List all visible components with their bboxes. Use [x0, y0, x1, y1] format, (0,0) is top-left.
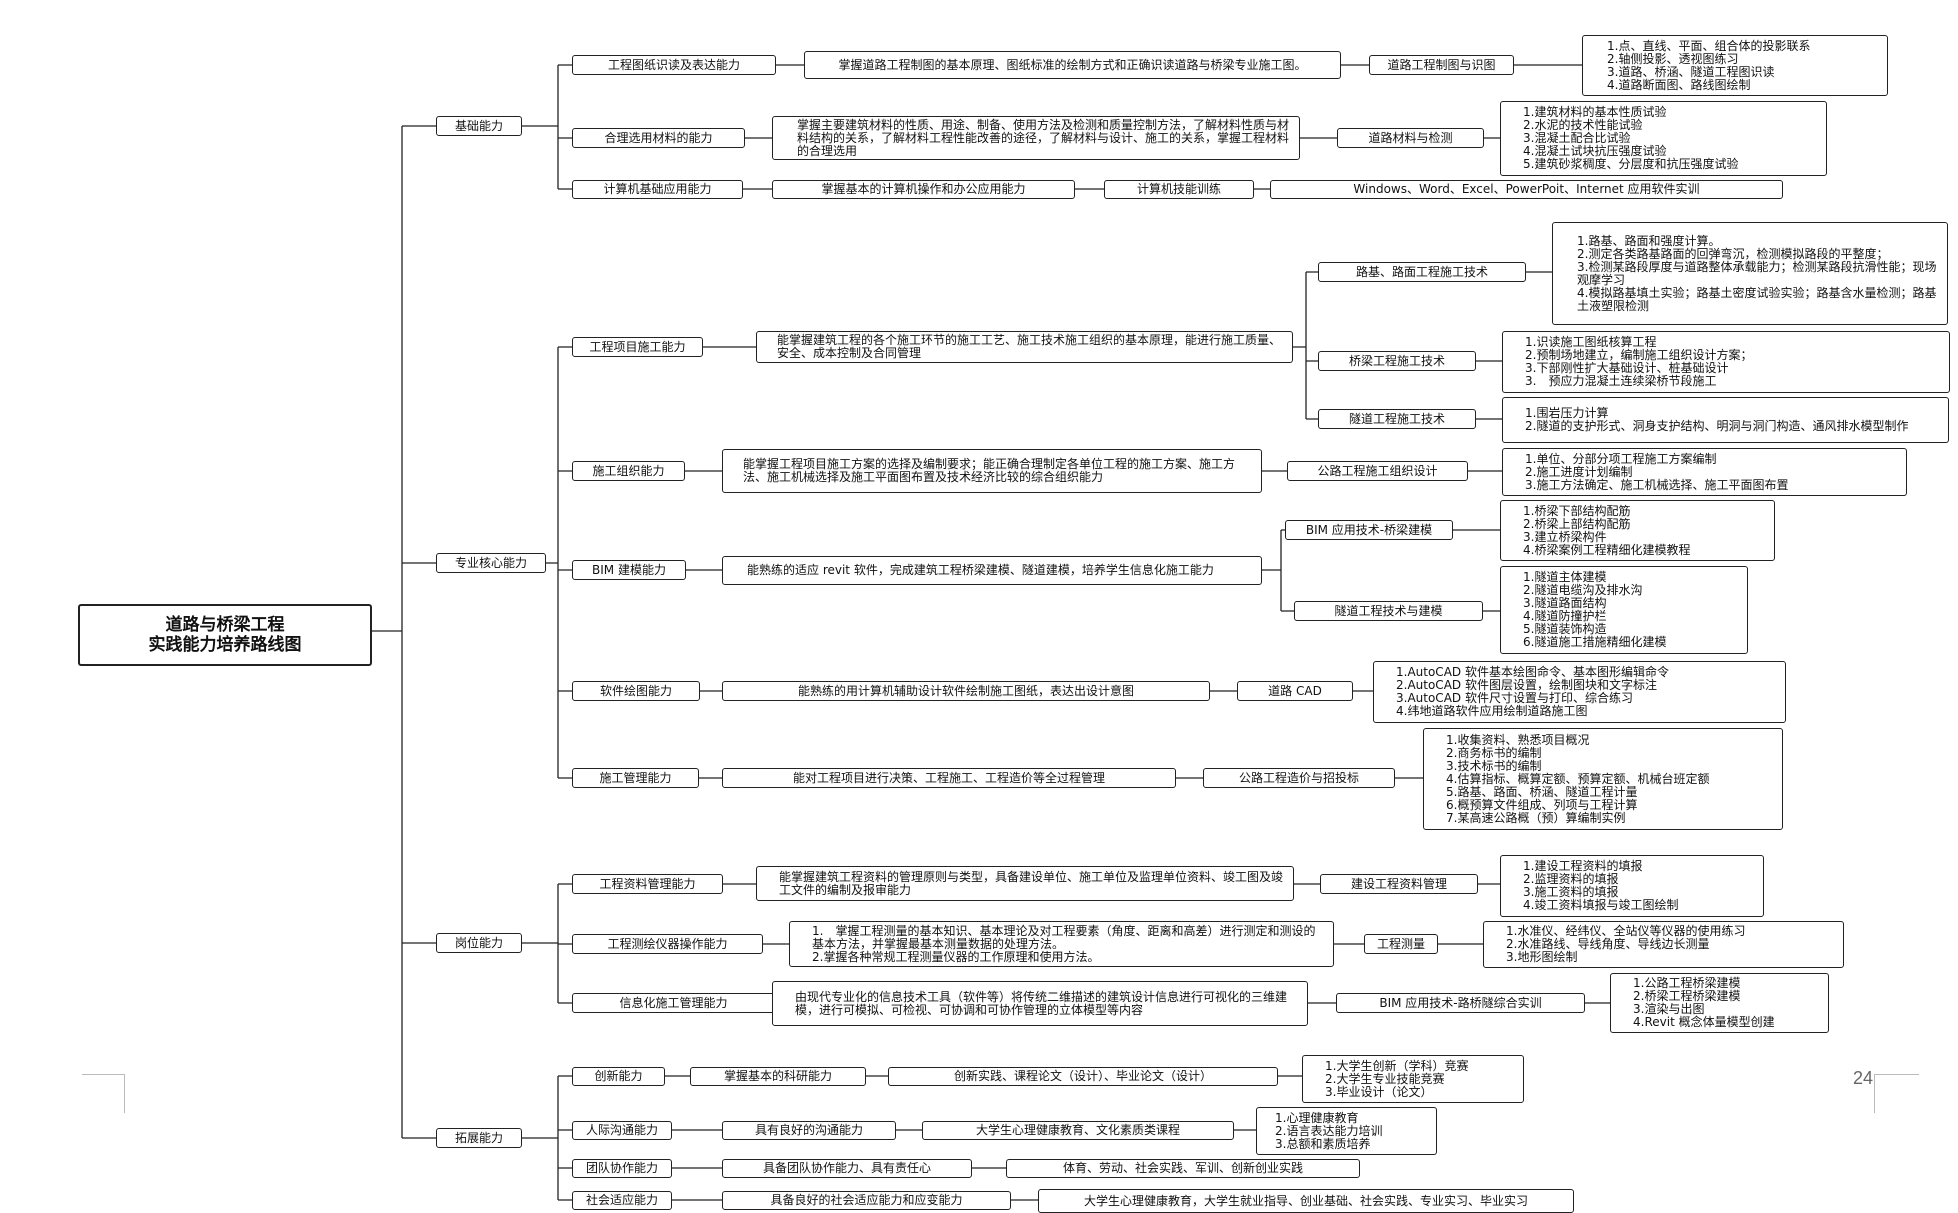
- course-construction-organization: 公路工程施工组织设计: [1287, 461, 1468, 481]
- course-computer-training: 计算机技能训练: [1104, 180, 1254, 199]
- course-bim-bridge: BIM 应用技术-桥梁建模: [1285, 520, 1453, 540]
- course-document-management: 建设工程资料管理: [1320, 874, 1478, 894]
- course-career: 大学生心理健康教育，大学生就业指导、创业基础、社会实践、专业实习、毕业实习: [1038, 1189, 1574, 1213]
- detail-list-tunnel-modeling: 1.隧道主体建模 2.隧道电缆沟及排水沟 3.隧道路面结构 4.隧道防撞护栏 5…: [1500, 566, 1748, 654]
- detail-list-bridge: 1.识读施工图纸核算工程 2.预制场地建立，编制施工组织设计方案； 3.下部刚性…: [1502, 331, 1950, 393]
- ability-innovation: 创新能力: [572, 1067, 665, 1086]
- detail-list-drawing: 1.点、直线、平面、组合体的投影联系 2.轴侧投影、透视图练习 3.道路、桥涵、…: [1582, 35, 1888, 96]
- category-position: 岗位能力: [436, 933, 522, 953]
- course-cost-bidding: 公路工程造价与招投标: [1203, 768, 1395, 788]
- ability-organization: 施工组织能力: [572, 461, 685, 481]
- course-psychology-culture: 大学生心理健康教育、文化素质类课程: [922, 1121, 1234, 1140]
- ability-communication: 人际沟通能力: [572, 1121, 672, 1140]
- course-bim-comprehensive: BIM 应用技术-路桥隧综合实训: [1336, 993, 1585, 1013]
- course-tunnel-modeling: 隧道工程技术与建模: [1294, 601, 1483, 621]
- page-corner-right: [1874, 1074, 1919, 1113]
- desc-innovation: 掌握基本的科研能力: [690, 1067, 866, 1086]
- detail-list-surveying: 1.水准仪、经纬仪、全站仪等仪器的使用练习 2.水准路线、导线角度、导线边长测量…: [1483, 921, 1844, 968]
- detail-list-communication: 1.心理健康教育 2.语言表达能力培训 3.总额和素质培养: [1256, 1107, 1437, 1155]
- course-tunnel: 隧道工程施工技术: [1318, 409, 1476, 429]
- course-subgrade-pavement: 路基、路面工程施工技术: [1318, 262, 1526, 282]
- desc-organization: 能掌握工程项目施工方案的选择及编制要求；能正确合理制定各单位工程的施工方案、施工…: [722, 449, 1262, 493]
- course-road-cad: 道路 CAD: [1237, 681, 1353, 701]
- desc-info-management: 由现代专业化的信息技术工具（软件等）将传统二维描述的建筑设计信息进行可视化的三维…: [772, 981, 1308, 1026]
- ability-software: 软件绘图能力: [572, 681, 700, 701]
- page-corner-left: [82, 1074, 125, 1113]
- ability-adaptation: 社会适应能力: [572, 1191, 672, 1210]
- desc-software: 能熟练的用计算机辅助设计软件绘制施工图纸，表达出设计意图: [722, 681, 1210, 701]
- root-title-line2: 实践能力培养路线图: [148, 635, 302, 655]
- detail-list-cad: 1.AutoCAD 软件基本绘图命令、基本图形编辑命令 2.AutoCAD 软件…: [1373, 661, 1786, 723]
- desc-bim: 能熟练的适应 revit 软件，完成建筑工程桥梁建模、隧道建模，培养学生信息化施…: [722, 556, 1262, 585]
- course-innovation-practice: 创新实践、课程论文（设计）、毕业论文（设计）: [888, 1067, 1278, 1086]
- category-basic: 基础能力: [436, 116, 522, 136]
- page-number: 24: [1853, 1068, 1874, 1088]
- detail-list-materials: 1.建筑材料的基本性质试验 2.水泥的技术性能试验 3.混凝土配合比试验 4.混…: [1500, 101, 1827, 176]
- ability-construction: 工程项目施工能力: [572, 337, 703, 357]
- ability-drawing: 工程图纸识读及表达能力: [572, 55, 776, 75]
- desc-computer: 掌握基本的计算机操作和办公应用能力: [772, 180, 1075, 199]
- detail-list-bim-comprehensive: 1.公路工程桥梁建模 2.桥梁工程桥梁建模 3.渲染与出图 4.Revit 概念…: [1610, 973, 1829, 1033]
- course-office-software: Windows、Word、Excel、PowerPoit、Internet 应用…: [1270, 180, 1783, 199]
- detail-list-bim-bridge: 1.桥梁下部结构配筋 2.桥梁上部结构配筋 3.建立桥梁构件 4.桥梁案例工程精…: [1500, 500, 1775, 561]
- ability-computer: 计算机基础应用能力: [572, 180, 743, 199]
- category-extended: 拓展能力: [436, 1128, 522, 1148]
- desc-teamwork: 具备团队协作能力、具有责任心: [722, 1159, 972, 1178]
- desc-documents: 能掌握建筑工程资料的管理原则与类型，具备建设单位、施工单位及监理单位资料、竣工图…: [756, 866, 1294, 901]
- ability-teamwork: 团队协作能力: [572, 1159, 672, 1178]
- ability-bim: BIM 建模能力: [572, 560, 686, 580]
- detail-list-subgrade: 1.路基、路面和强度计算。 2.测定各类路基路面的回弹弯沉，检测模拟路段的平整度…: [1552, 222, 1948, 325]
- ability-materials: 合理选用材料的能力: [572, 128, 745, 148]
- ability-surveying: 工程测绘仪器操作能力: [572, 934, 763, 954]
- category-core: 专业核心能力: [436, 553, 546, 573]
- desc-construction: 能掌握建筑工程的各个施工环节的施工工艺、施工技术施工组织的基本原理，能进行施工质…: [756, 331, 1293, 363]
- desc-management: 能对工程项目进行决策、工程施工、工程造价等全过程管理: [722, 768, 1176, 788]
- root-title-line1: 道路与桥梁工程: [165, 615, 285, 635]
- ability-documents: 工程资料管理能力: [572, 874, 723, 894]
- detail-list-documents: 1.建设工程资料的填报 2.监理资料的填报 3.施工资料的填报 4.竣工资料填报…: [1500, 855, 1764, 917]
- ability-management: 施工管理能力: [572, 768, 699, 788]
- course-bridge: 桥梁工程施工技术: [1318, 351, 1476, 371]
- desc-drawing: 掌握道路工程制图的基本原理、图纸标准的绘制方式和正确识读道路与桥梁专业施工图。: [804, 51, 1341, 79]
- desc-adaptation: 具备良好的社会适应能力和应变能力: [722, 1191, 1011, 1210]
- detail-list-cost: 1.收集资料、熟悉项目概况 2.商务标书的编制 3.技术标书的编制 4.估算指标…: [1423, 728, 1783, 830]
- ability-info-management: 信息化施工管理能力: [572, 993, 775, 1013]
- course-surveying: 工程测量: [1364, 934, 1438, 954]
- desc-communication: 具有良好的沟通能力: [722, 1121, 896, 1140]
- desc-surveying: 1. 掌握工程测量的基本知识、基本理论及对工程要素（角度、距离和高差）进行测定和…: [789, 921, 1334, 967]
- detail-list-organization: 1.单位、分部分项工程施工方案编制 2.施工进度计划编制 3.施工方法确定、施工…: [1502, 448, 1907, 496]
- course-pe-practice: 体育、劳动、社会实践、军训、创新创业实践: [1006, 1159, 1360, 1178]
- root-title-box: 道路与桥梁工程 实践能力培养路线图: [78, 604, 372, 666]
- desc-materials: 掌握主要建筑材料的性质、用途、制备、使用方法及检测和质量控制方法，了解材料性质与…: [772, 116, 1300, 160]
- detail-list-innovation: 1.大学生创新（学科）竞赛 2.大学生专业技能竞赛 3.毕业设计（论文）: [1302, 1055, 1524, 1103]
- course-road-drawing: 道路工程制图与识图: [1369, 55, 1514, 75]
- detail-list-tunnel: 1.围岩压力计算 2.隧道的支护形式、洞身支护结构、明洞与洞门构造、通风排水模型…: [1502, 397, 1949, 443]
- course-road-materials: 道路材料与检测: [1337, 128, 1484, 148]
